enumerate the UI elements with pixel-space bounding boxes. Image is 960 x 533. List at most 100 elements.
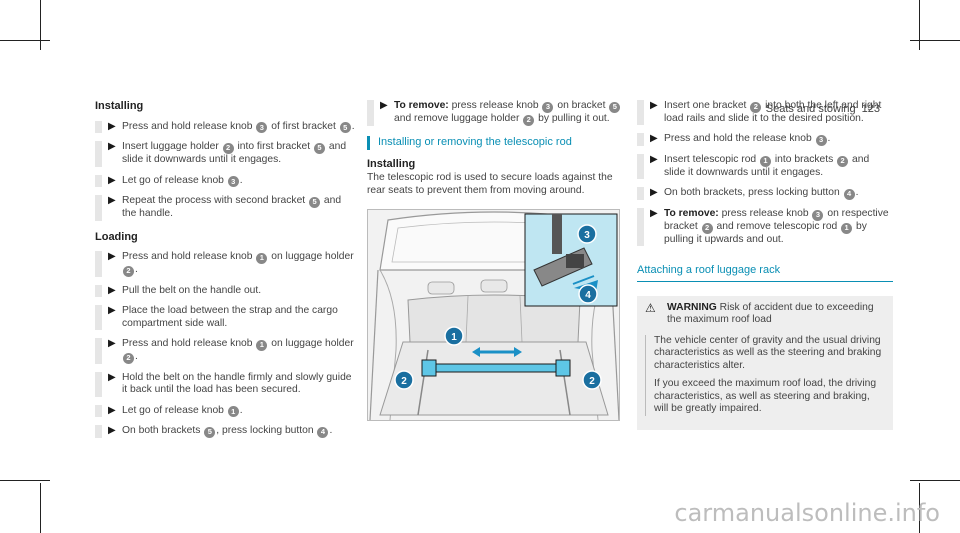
step-bar	[95, 195, 102, 221]
step-text: and the handle.	[122, 195, 342, 219]
step-arrow-icon: ▶	[108, 251, 116, 262]
step-text: .	[827, 133, 831, 145]
step-bar	[637, 154, 644, 180]
crop-mark	[910, 40, 960, 41]
step-text: on luggage holder	[268, 338, 354, 349]
callout-number: 3	[256, 122, 268, 134]
step-content: Repeat the process with second bracket 5…	[122, 195, 357, 220]
step-content: Press and hold release knob 1 on luggage…	[122, 338, 357, 364]
remove-step-text: To remove: press release knob 3 on brack…	[394, 100, 629, 126]
instruction-step: ▶Insert telescopic rod 1 into brackets 2…	[637, 154, 893, 180]
callout-4: 4	[578, 284, 598, 304]
step-content: Insert one bracket 2 into both the left …	[664, 100, 893, 125]
step-arrow-icon: ▶	[108, 284, 116, 296]
rod-steps: ▶ Insert one bracket 2 into both the left…	[637, 100, 893, 200]
subheading-installing-rod: Installing	[367, 157, 416, 170]
step-text: by pulling it upwards and out.	[664, 220, 867, 245]
cargo-compartment-illustration: 3 4 1 2 2	[367, 209, 620, 421]
callout-number: 2	[701, 222, 713, 234]
instruction-step: ▶Insert luggage holder 2 into first brac…	[95, 141, 357, 167]
callout-number: 2	[123, 265, 134, 277]
callout-number: 3	[815, 135, 827, 146]
section-title-roof-rack: Attaching a roof luggage rack	[637, 264, 893, 282]
warning-text: The vehicle center of gravity and the us…	[645, 334, 885, 416]
callout-number: 1	[227, 406, 239, 418]
step-text: .	[239, 174, 243, 186]
step-arrow-icon: ▶	[108, 305, 116, 316]
instruction-step: ▶ Press and hold release knob 1 on luggag…	[95, 338, 357, 364]
step-text: Press and hold release knob	[122, 251, 256, 262]
step-text: Place the load between the strap and the…	[122, 305, 338, 329]
callout-number: 2	[750, 101, 762, 113]
step-text: on luggage holder	[268, 251, 354, 262]
section-title-telescopic-rod: Installing or removing the telescopic ro…	[367, 135, 629, 150]
step-text: Hold the belt on the handle firmly and s…	[122, 371, 352, 396]
instruction-step: ▶Pull the belt on the handle out.	[95, 284, 357, 297]
instruction-step: ▶Press and hold release knob 1 on luggag…	[95, 251, 357, 277]
warning-title: WARNING	[667, 301, 717, 313]
step-bar	[95, 120, 102, 134]
callout-number: 1	[256, 339, 268, 351]
svg-text:2: 2	[589, 376, 595, 387]
step-bar	[95, 338, 102, 364]
crop-mark	[40, 483, 41, 533]
crop-mark	[0, 480, 50, 481]
installing-steps: ▶Press and hold release knob 3 of first …	[95, 120, 357, 221]
step-text: on bracket	[554, 100, 609, 111]
instruction-step: ▶Press and hold release knob 3 of first …	[95, 120, 357, 134]
callout-number: 5	[609, 101, 621, 113]
warning-triangle-icon: ⚠	[645, 300, 656, 315]
warning-header: ⚠ WARNING Risk of accident due to exceed…	[645, 300, 885, 327]
instruction-step: ▶Let go of release knob 1.	[95, 404, 357, 418]
column-2: ▶ To remove: press release knob 3 on bra…	[367, 100, 629, 421]
step-bar	[95, 174, 102, 188]
step-text: Let go of release knob	[122, 174, 227, 186]
instruction-step: ▶ Place the load between the strap and th…	[95, 305, 357, 330]
step-text: and remove luggage holder	[394, 112, 523, 124]
step-content: Place the load between the strap and the…	[122, 305, 357, 330]
section-title-text: Installing or removing the telescopic ro…	[378, 136, 572, 149]
step-arrow-icon: ▶	[108, 120, 116, 132]
callout-number: 5	[339, 122, 351, 134]
step-arrow-icon: ▶	[108, 195, 116, 207]
instruction-step: ▶On both brackets, press locking button …	[637, 187, 893, 200]
callout-number: 4	[843, 189, 855, 200]
step-bar	[637, 187, 644, 200]
step-text: Insert luggage holder	[122, 141, 222, 153]
callout-number: 3	[542, 101, 554, 113]
rod-remove-text: To remove: press release knob 3 on respe…	[664, 208, 893, 246]
step-text: .	[135, 350, 138, 362]
step-bar	[637, 133, 644, 146]
step-text: On both brackets, press locking button	[664, 187, 843, 199]
callout-number: 2	[222, 143, 234, 154]
callout-2-left: 2	[394, 370, 414, 390]
callout-number: 2	[837, 155, 849, 167]
step-bar	[637, 208, 644, 246]
step-arrow-icon: ▶	[380, 100, 388, 111]
svg-text:1: 1	[451, 332, 457, 343]
section-name: Seats and stowing	[765, 103, 856, 115]
step-arrow-icon: ▶	[108, 174, 116, 186]
column-3: ▶ Insert one bracket 2 into both the left…	[637, 100, 893, 430]
callout-1: 1	[444, 326, 464, 346]
step-arrow-icon: ▶	[650, 187, 658, 199]
step-bar	[95, 371, 102, 397]
remove-label: To remove:	[394, 100, 449, 111]
step-text: .	[329, 425, 333, 437]
warning-lead: Risk of accident due to exceeding the ma…	[667, 301, 874, 326]
step-arrow-icon: ▶	[108, 404, 116, 416]
step-text: into both the left and right load rails …	[664, 100, 882, 124]
step-arrow-icon: ▶	[108, 338, 116, 349]
step-text: Press and hold the release knob	[664, 133, 815, 145]
callout-number: 1	[841, 222, 853, 234]
step-bar	[637, 100, 644, 126]
step-arrow-icon: ▶	[650, 133, 658, 145]
column-1: Installing ▶Press and hold release knob …	[95, 100, 357, 446]
remove-step: ▶ To remove: press release knob 3 on bra…	[367, 100, 629, 126]
svg-text:2: 2	[401, 376, 407, 387]
callout-3: 3	[577, 224, 597, 244]
step-text: Press and hold release knob	[122, 120, 256, 132]
step-bar	[95, 425, 102, 438]
callout-number: 5	[204, 427, 216, 438]
watermark: carmanualsonline.info	[674, 499, 940, 527]
